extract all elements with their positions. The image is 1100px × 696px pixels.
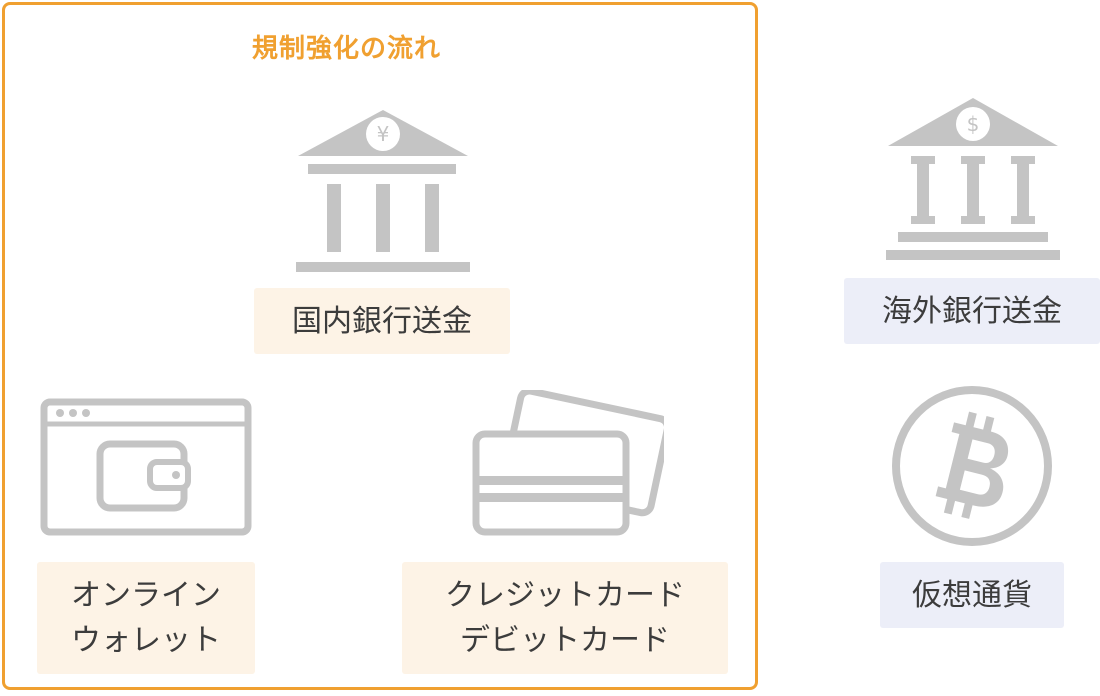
bitcoin-icon — [892, 386, 1052, 546]
domestic-bank-transfer-text: 国内銀行送金 — [292, 303, 472, 339]
svg-text:¥: ¥ — [377, 122, 390, 146]
virtual-currency-text: 仮想通貨 — [912, 577, 1032, 613]
online-wallet-line1: オンライン — [71, 578, 221, 613]
frame-title: 規制強化の流れ — [252, 34, 442, 64]
bank-yen-icon: ¥ — [296, 110, 470, 272]
online-wallet-label: オンライン ウォレット — [37, 562, 255, 674]
overseas-bank-transfer-label: 海外銀行送金 — [844, 278, 1100, 344]
regulation-frame — [2, 2, 758, 690]
domestic-bank-transfer-label: 国内銀行送金 — [254, 288, 510, 354]
cards-line2: デビットカード — [460, 623, 670, 658]
cards-line1: クレジットカード — [445, 578, 685, 613]
svg-text:$: $ — [967, 112, 980, 136]
cards-label: クレジットカード デビットカード — [402, 562, 728, 674]
overseas-bank-transfer-text: 海外銀行送金 — [882, 293, 1062, 329]
browser-wallet-icon — [40, 398, 252, 536]
virtual-currency-label: 仮想通貨 — [880, 562, 1064, 628]
online-wallet-line2: ウォレット — [71, 623, 221, 658]
credit-cards-icon — [472, 390, 664, 536]
bank-dollar-icon: $ — [886, 98, 1060, 260]
